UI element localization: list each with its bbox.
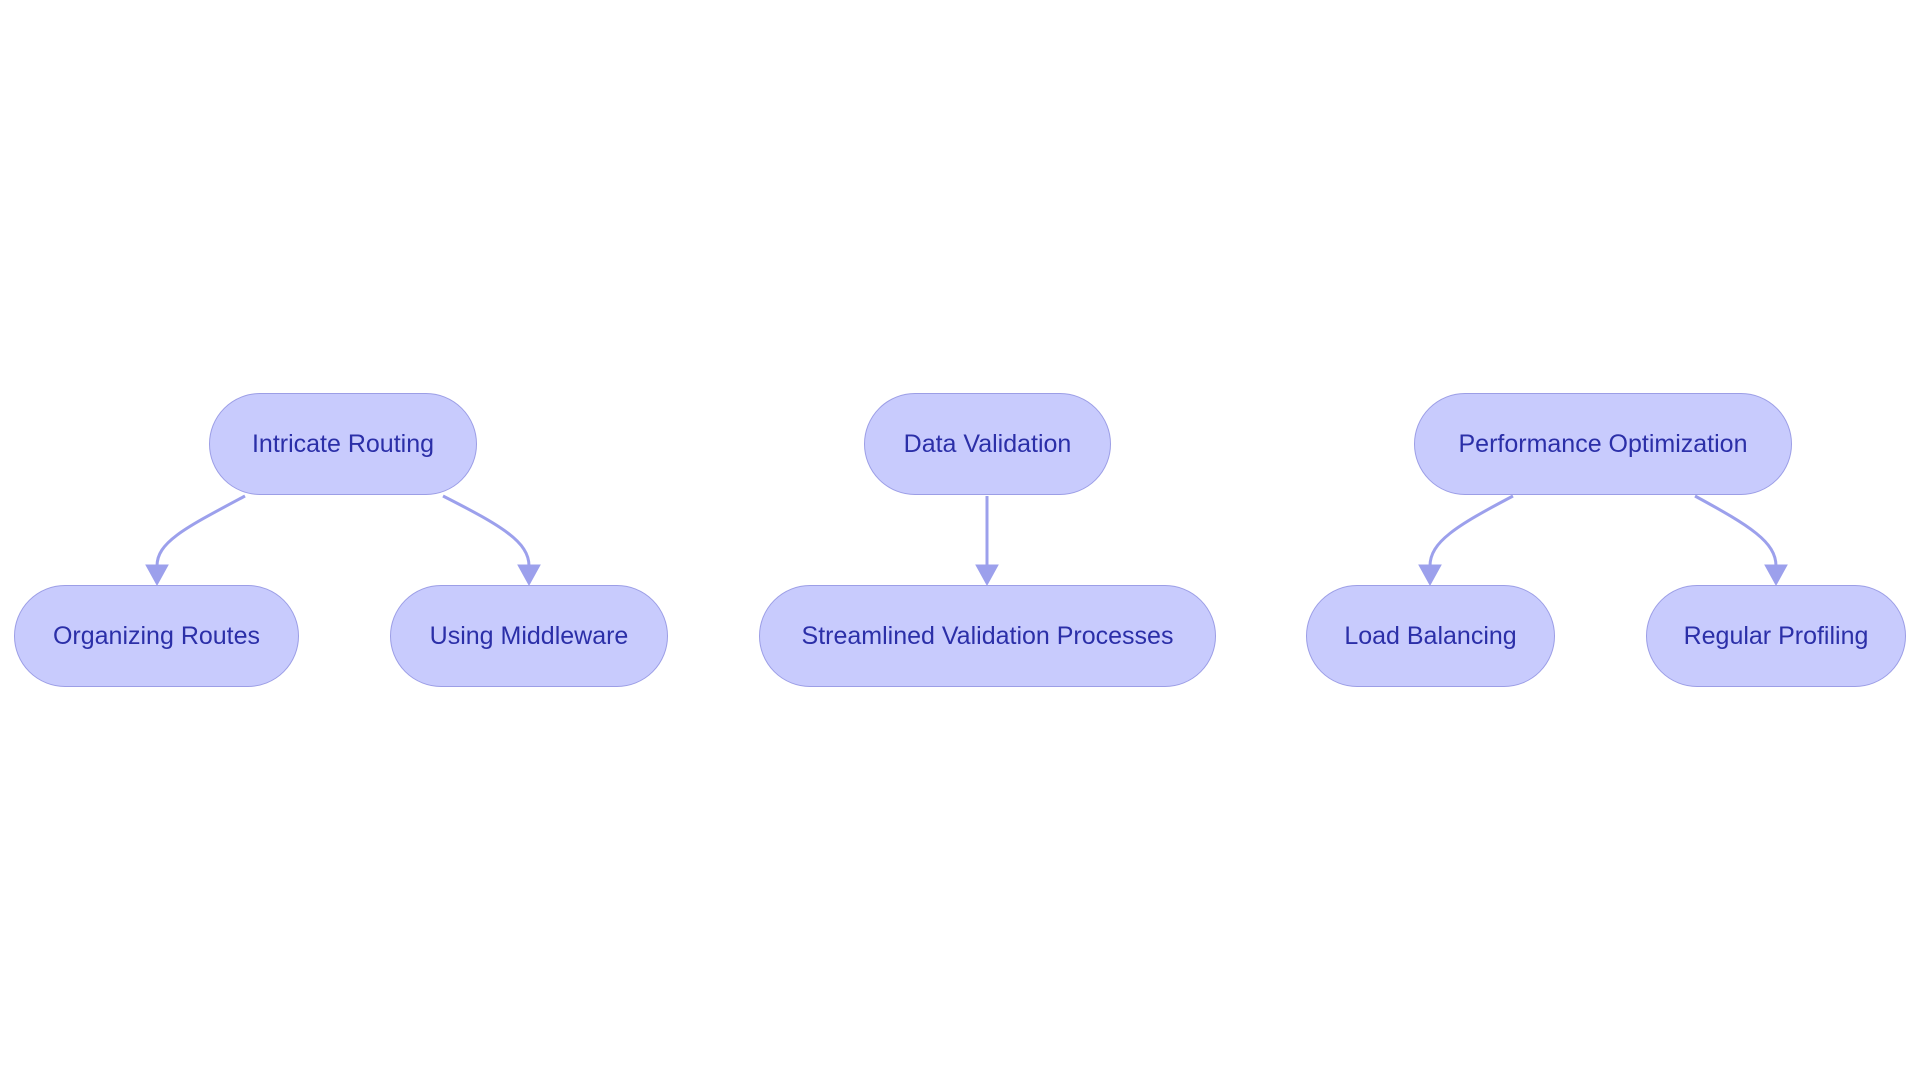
node-organizing-routes: Organizing Routes — [14, 585, 299, 687]
edge-data-validation-to-streamlined-validation — [975, 496, 999, 587]
node-streamlined-validation-processes: Streamlined Validation Processes — [759, 585, 1216, 687]
node-data-validation: Data Validation — [864, 393, 1111, 495]
node-load-balancing: Load Balancing — [1306, 585, 1555, 687]
node-intricate-routing: Intricate Routing — [209, 393, 477, 495]
edge-performance-optimization-to-regular-profiling — [1694, 494, 1788, 587]
edge-intricate-routing-to-using-middleware — [442, 494, 541, 587]
edge-performance-optimization-to-load-balancing — [1418, 494, 1514, 587]
node-regular-profiling: Regular Profiling — [1646, 585, 1906, 687]
node-using-middleware: Using Middleware — [390, 585, 668, 687]
edge-intricate-routing-to-organizing-routes — [145, 494, 246, 587]
node-performance-optimization: Performance Optimization — [1414, 393, 1792, 495]
